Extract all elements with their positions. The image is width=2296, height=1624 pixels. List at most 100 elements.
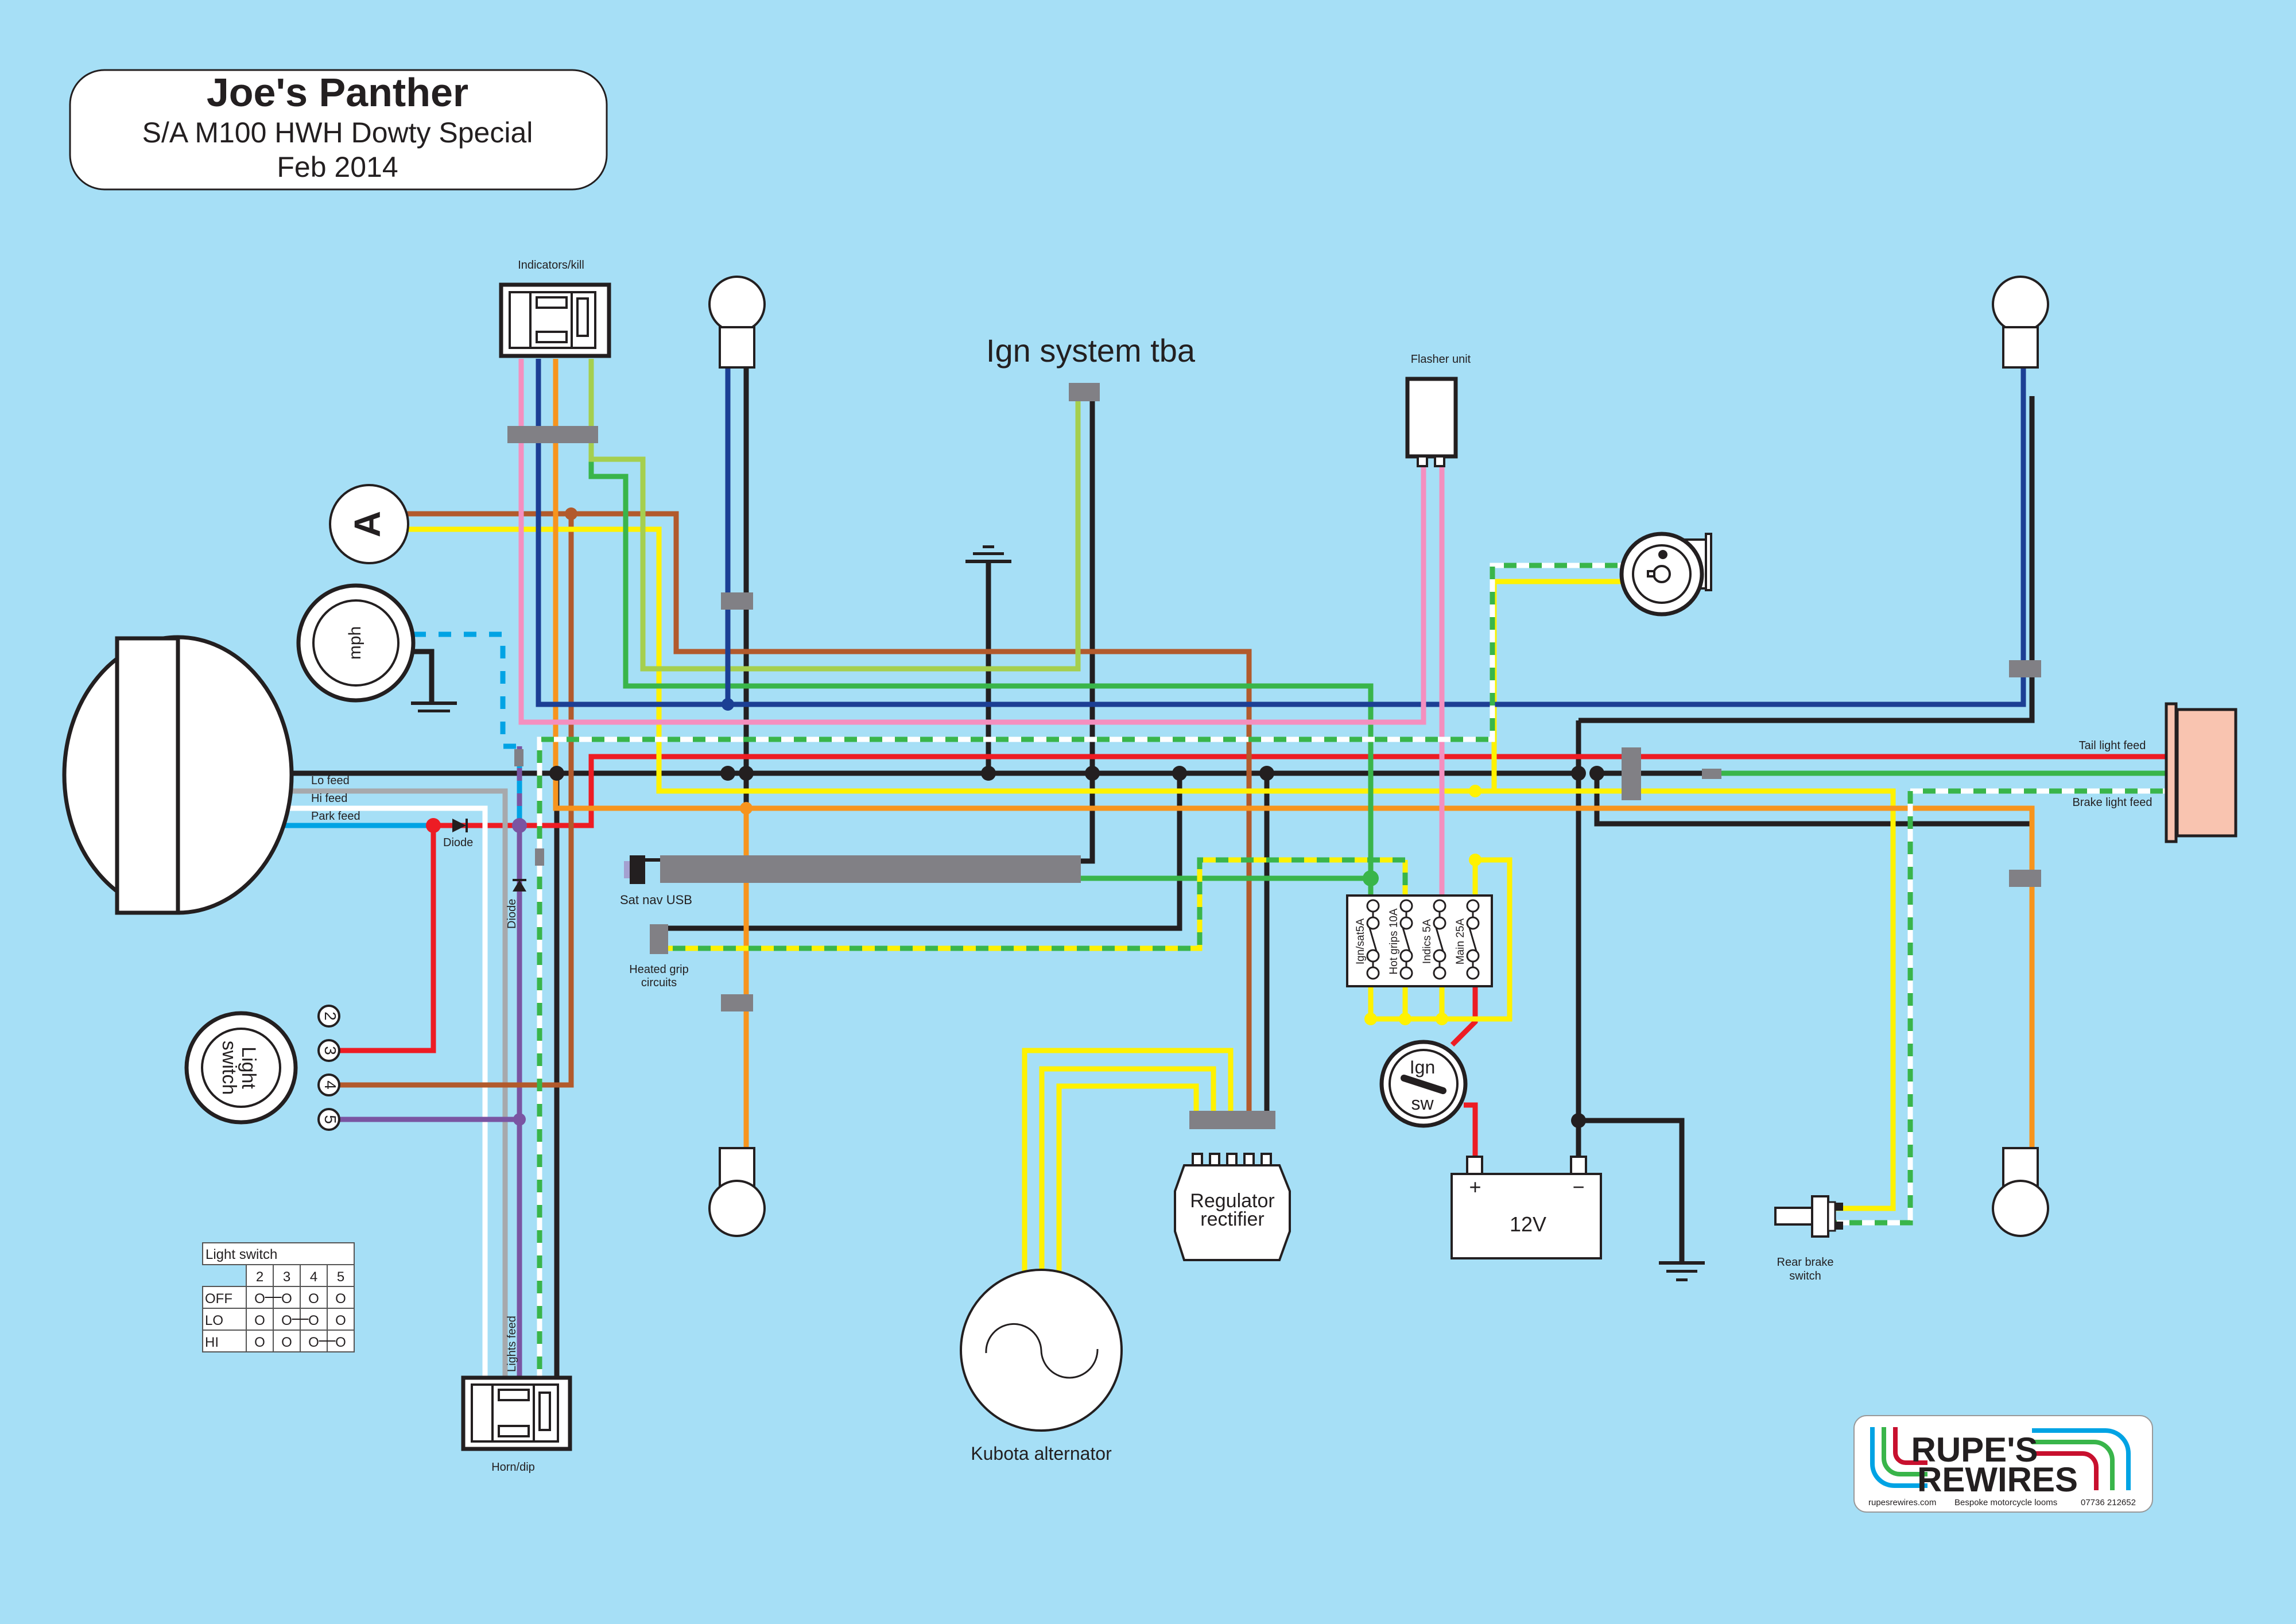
fuse-label: Ign/sat5A [1355, 918, 1367, 965]
wire-red-switch [330, 825, 436, 1053]
logo-phone: 07736 212652 [2081, 1498, 2136, 1507]
connector-purple [514, 749, 523, 766]
table-title: Light switch [205, 1247, 277, 1262]
ammeter: A [329, 484, 409, 564]
light-switch-terminal: 4 [317, 1073, 340, 1096]
speedometer: mph [296, 583, 457, 712]
rear-brake-label-1: Rear brake [1777, 1256, 1834, 1269]
wire-black-speedo-earth [413, 649, 435, 703]
table-column-header: 3 [283, 1269, 290, 1285]
connector-green-dash [535, 848, 544, 866]
wire-pink-indic [518, 359, 1426, 725]
connector-heated-grip [650, 924, 668, 954]
table-row-label: OFF [205, 1291, 232, 1307]
connector-ign-system [1069, 383, 1100, 401]
wire-black-rearlamp [1594, 773, 2035, 1148]
wire-yellow-green-grip-dash [660, 857, 1408, 951]
tail-light-feed-label: Tail light feed [2079, 739, 2146, 752]
terminal-number: 5 [321, 1115, 339, 1124]
heated-grip-label-2: circuits [641, 976, 677, 989]
wire-black-bat [1578, 396, 2035, 723]
junctions [426, 507, 1604, 1128]
table-cell: O [308, 1313, 319, 1328]
table-cell: O [281, 1313, 292, 1328]
speedo-label: mph [346, 626, 364, 660]
terminal-number: 2 [321, 1011, 339, 1021]
earth-icon-top [965, 545, 1011, 563]
wire-black-heatgrip [660, 773, 1182, 931]
speedo-earth-icon [411, 701, 457, 712]
wire-green-white-brake [1820, 788, 2175, 1226]
diode-label: Diode [443, 836, 473, 849]
regulator-label-1: Regulator [1190, 1190, 1274, 1212]
heated-grips: Heated grip circuits [629, 963, 688, 989]
wire-orange-indic [553, 359, 2035, 1148]
alternator: Kubota alternator [960, 1269, 1123, 1464]
fuse: Indics 5A [1421, 899, 1446, 980]
diode-horizontal: Diode [443, 819, 473, 849]
fuse-label: Indics 5A [1421, 919, 1433, 964]
rear-bulb-top [1992, 276, 2049, 369]
diode-vertical: Diode [506, 879, 526, 929]
wire-yellow-alt1 [1022, 1048, 1234, 1272]
connector-rear-bulb-top [2009, 660, 2041, 677]
connector-tail [1622, 747, 1641, 800]
connector-brake [1702, 769, 1721, 779]
table-cell: O [281, 1335, 292, 1350]
indicators-kill-switch[interactable]: Indicators/kill [499, 259, 611, 358]
diagram-subtitle: S/A M100 HWH Dowty Special [142, 117, 533, 149]
ign-sw-label-2: sw [1411, 1093, 1434, 1114]
connector-indicators [507, 426, 598, 443]
battery-plus: + [1469, 1175, 1481, 1199]
flasher-unit: Flasher unit [1405, 353, 1471, 467]
wire-brown-ammeter [402, 511, 1252, 1119]
heated-grip-label-1: Heated grip [629, 963, 688, 976]
fuse-box: Ign/sat5A Hot grips 10A Indics 5A Main 25A [1346, 894, 1493, 987]
horn-dip-switch[interactable]: Horn/dip Lights feed [461, 1316, 572, 1474]
tail-lamp: Tail light feed Brake light feed [2073, 702, 2237, 843]
table-column-header: 2 [256, 1269, 263, 1285]
light-switch-terminal: 2 [317, 1005, 340, 1028]
table-cell: O [254, 1335, 265, 1350]
ign-system-label: Ign system tba [986, 332, 1196, 369]
wire-yellow-ammeter [402, 526, 1510, 794]
headlamp: Lo feed Hi feed Park feed [62, 635, 360, 915]
logo-tagline: Bespoke motorcycle looms [1954, 1498, 2057, 1507]
ammeter-label: A [347, 511, 388, 537]
table-row-label: HI [205, 1335, 219, 1350]
fuse: Main 25A [1455, 899, 1480, 980]
wire-yellow-green-grip [660, 857, 1408, 951]
alternator-label: Kubota alternator [971, 1443, 1112, 1464]
fuse-label: Hot grips 10A [1388, 908, 1400, 974]
logo-website[interactable]: rupesrewires.com [1868, 1498, 1936, 1507]
satnav-usb[interactable]: Sat nav USB [620, 855, 692, 907]
wire-red-bat [1464, 1102, 1478, 1176]
wire-green-indic [588, 359, 1374, 896]
wire-red-main [1450, 976, 1478, 1047]
logo-line1: RUPE'S [1911, 1431, 2038, 1469]
front-bulb-top [708, 276, 766, 369]
table-cell: O [254, 1313, 265, 1328]
satnav-label: Sat nav USB [620, 893, 692, 907]
light-switch-terminal: 5 [317, 1108, 340, 1131]
battery: + − 12V [1450, 1156, 1602, 1259]
rupes-rewires-logo[interactable]: RUPE'S REWIRES rupesrewires.com Bespoke … [1853, 1415, 2153, 1513]
rear-brake-label-2: switch [1789, 1270, 1821, 1282]
regulator-label-2: rectifier [1200, 1208, 1264, 1230]
diagram-date: Feb 2014 [277, 151, 398, 183]
logo-line2: REWIRES [1917, 1460, 2078, 1499]
battery-minus: − [1572, 1175, 1584, 1199]
ignition-switch[interactable]: Ign sw [1379, 1040, 1468, 1128]
lo-feed-label: Lo feed [311, 774, 350, 787]
rear-brake-switch[interactable]: Rear brake switch [1774, 1195, 1843, 1282]
connectors [507, 383, 2041, 1129]
connector-rear-bulb-bottom [2009, 870, 2041, 887]
battery-voltage: 12V [1510, 1212, 1546, 1236]
ign-sw-label-1: Ign [1410, 1057, 1435, 1078]
wire-green-white-brake-dash [1820, 788, 2175, 1226]
diagram-title: Joe's Panther [207, 70, 468, 115]
hi-feed-label: Hi feed [311, 792, 347, 805]
